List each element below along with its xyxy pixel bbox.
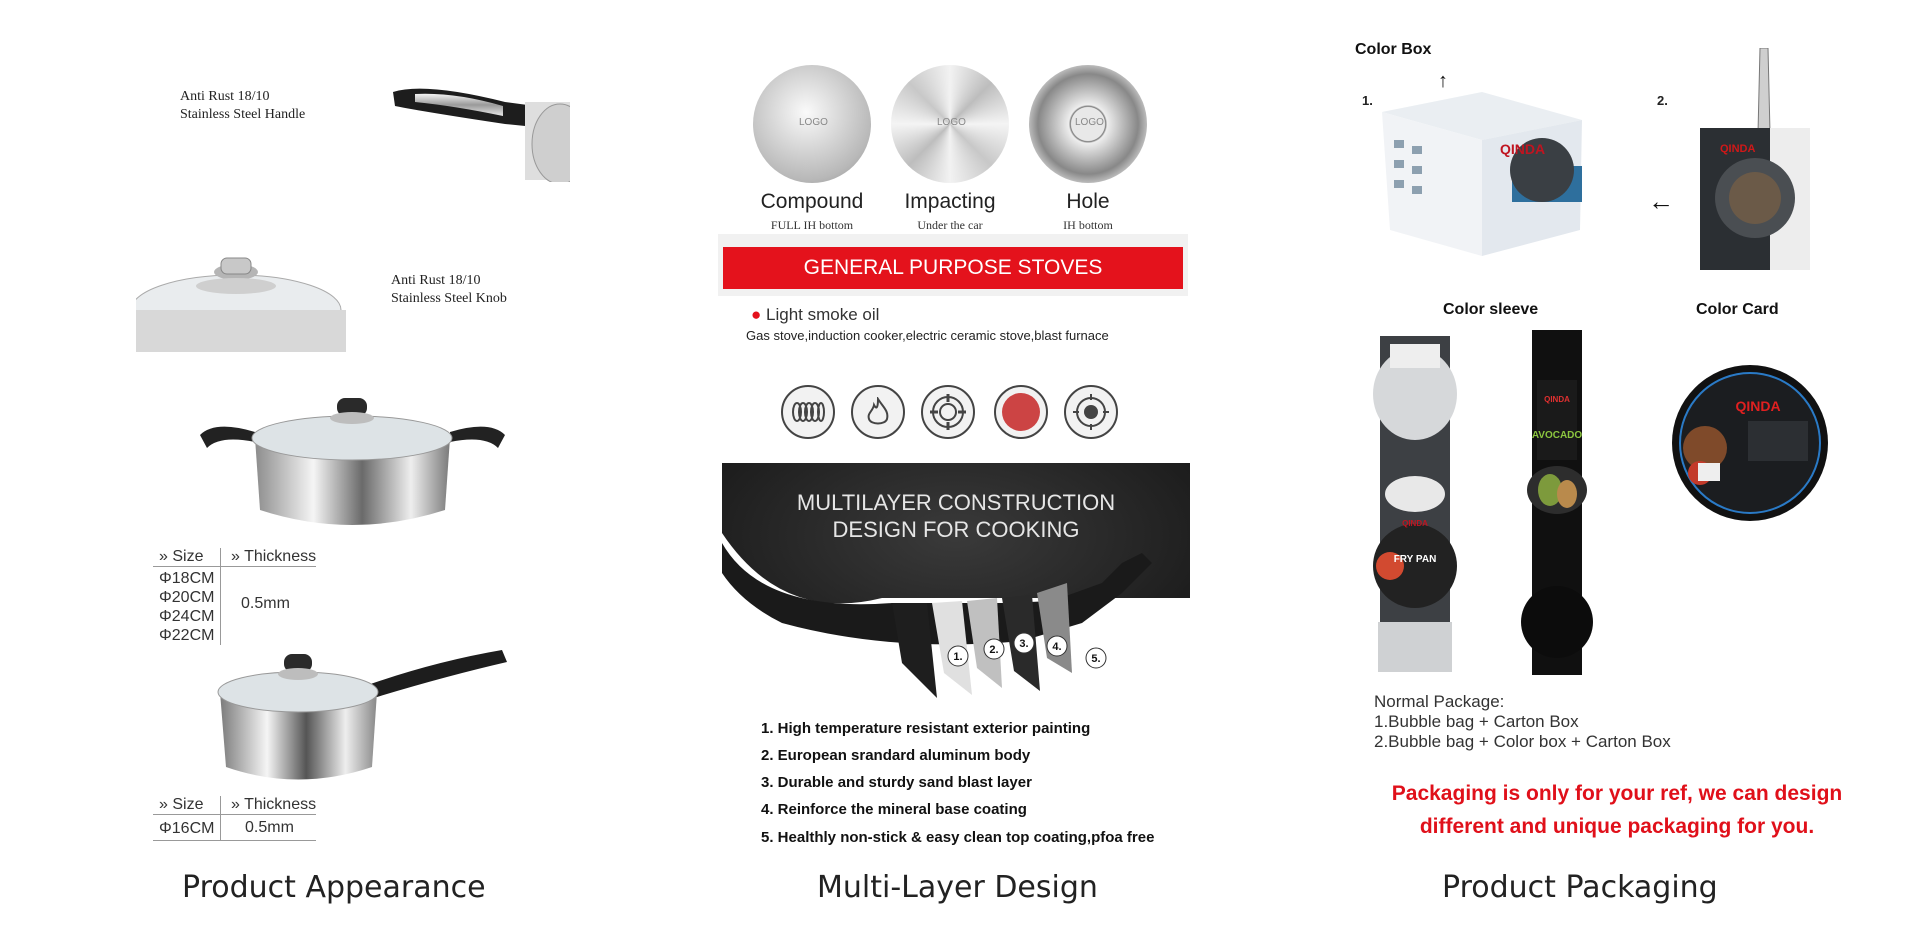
hole-title: Hole [1066,190,1110,213]
size-value: Φ22CM [159,627,215,644]
size-value: Φ16CM [153,815,221,840]
saucepan-image [217,650,507,780]
arrow-up-icon: ↑ [1438,70,1448,92]
bullet-icon: ● [751,305,762,324]
size-value: Φ18CM [159,570,215,587]
brand-logo: QINDA [1544,395,1570,404]
compound-subtitle: FULL IH bottom [770,218,854,232]
packaging-note-line1: Packaging is only for your ref, we can d… [1391,782,1843,805]
fry-pan-color-box-image: QINDA [1700,48,1810,270]
steel-handle-image [393,88,570,182]
thickness-value: 0.5mm [245,819,294,836]
size-thickness-table-1: » Size » Thickness Φ18CM Φ20CM Φ24CM Φ22… [153,548,317,645]
feature-item: 3. Durable and sturdy sand blast layer [761,774,1032,791]
thickness-value: 0.5mm [241,595,290,612]
ceramic-plate-icon [994,385,1048,439]
product-packaging-caption: Product Packaging [1442,870,1718,905]
thickness-header-text: Thickness [244,548,317,565]
logo-mark: LOGO [799,117,828,128]
feature-item: 5. Healthly non-stick & easy clean top c… [761,829,1155,846]
handle-feature-label: Anti Rust 18/10 Stainless Steel Handle [180,88,305,124]
hole-bottom-disc: LOGO [1029,65,1147,183]
impacting-title: Impacting [904,190,996,213]
table-header: » Size » Thickness [153,796,317,815]
layer-number: 1. [953,651,962,663]
color-box-label: Color Box [1355,41,1432,58]
sleeve-title: AVOCADO [1532,430,1583,441]
steel-knob-lid-image [136,257,346,352]
knob-label-line2: Stainless Steel Knob [391,291,507,306]
stove-types-text: Gas stove,induction cooker,electric cera… [746,328,1109,343]
brand-logo: QINDA [1500,141,1545,157]
layer-number: 4. [1052,641,1061,653]
normal-package-heading: Normal Package: [1374,692,1505,711]
compound-title: Compound [760,190,864,213]
flame-icon [851,385,905,439]
gas-burner-icon [921,385,975,439]
electric-hob-icon [1064,385,1118,439]
size-header: » Size [153,548,221,566]
construction-title-line2: DESIGN FOR COOKING [833,517,1080,542]
feature-item: 1. High temperature resistant exterior p… [761,720,1091,737]
size-header: » Size [153,796,221,814]
arrow-left-icon: ← [1648,186,1674,216]
color-sleeve-1-image: FRY PAN QINDA [1373,336,1457,672]
induction-coil-icon [781,385,835,439]
size-value: Φ20CM [159,589,215,606]
packaging-note-line2: different and unique packaging for you. [1419,815,1815,838]
size-header-text: Size [172,548,204,565]
layer-number: 5. [1091,653,1100,665]
product-appearance-caption: Product Appearance [182,870,486,905]
sleeve-title: FRY PAN [1394,554,1437,565]
color-card-image: QINDA [1672,365,1828,521]
thickness-header: » Thickness [231,796,317,813]
impacting-subtitle: Under the car [917,218,983,232]
color-box-image: QINDA [1382,92,1582,256]
handle-label-line2: Stainless Steel Handle [180,107,306,122]
size-thickness-table-2: » Size » Thickness Φ16CM 0.5mm [153,796,317,841]
size-header-text: Size [172,796,204,813]
color-sleeve-2-image: AVOCADO QINDA [1521,330,1593,675]
size-value: Φ24CM [159,608,215,625]
package-option: 1.Bubble bag + Carton Box [1374,712,1579,731]
handle-label-line1: Anti Rust 18/10 [180,89,270,104]
oil-label-text: Light smoke oil [766,305,880,324]
brand-logo: QINDA [1735,398,1780,414]
knob-label-line1: Anti Rust 18/10 [391,273,481,288]
compound-bottom-disc: LOGO [753,65,871,183]
thickness-header-text: Thickness [244,796,317,813]
layer-number: 2. [989,644,998,656]
table-row: Φ16CM 0.5mm [153,815,317,841]
knob-feature-label: Anti Rust 18/10 Stainless Steel Knob [391,272,507,308]
multilayer-design-caption: Multi-Layer Design [817,870,1098,905]
feature-item: 4. Reinforce the mineral base coating [761,801,1027,818]
impacting-bottom-disc: LOGO [891,65,1009,183]
color-card-label: Color Card [1696,301,1779,318]
logo-mark: LOGO [1075,117,1104,128]
table-header: » Size » Thickness [153,548,317,567]
brand-logo: QINDA [1402,519,1428,528]
packaging-note: Packaging is only for your ref, we can d… [1372,777,1862,843]
package-option: 2.Bubble bag + Color box + Carton Box [1374,732,1671,751]
brand-logo: QINDA [1720,143,1756,155]
casserole-pot-image [200,398,505,525]
item-number-1: 1. [1362,93,1373,108]
color-sleeve-label: Color sleeve [1443,301,1539,318]
general-purpose-stoves-banner: GENERAL PURPOSE STOVES [723,247,1183,289]
multilayer-pan-image: 1. 2. 3. 4. 5. MULTILAYER CONSTRUCTION D… [722,463,1190,705]
construction-title-line1: MULTILAYER CONSTRUCTION [797,490,1115,515]
hole-subtitle: IH bottom [1063,218,1113,232]
table-row: Φ18CM Φ20CM Φ24CM Φ22CM 0.5mm [153,567,316,645]
logo-mark: LOGO [937,117,966,128]
layer-number: 3. [1019,638,1028,650]
thickness-header: » Thickness [231,548,317,565]
size-list: Φ18CM Φ20CM Φ24CM Φ22CM [153,567,221,645]
feature-item: 2. European srandard aluminum body [761,747,1031,764]
item-number-2: 2. [1657,93,1668,108]
light-smoke-oil-label: ● Light smoke oil [751,305,879,325]
